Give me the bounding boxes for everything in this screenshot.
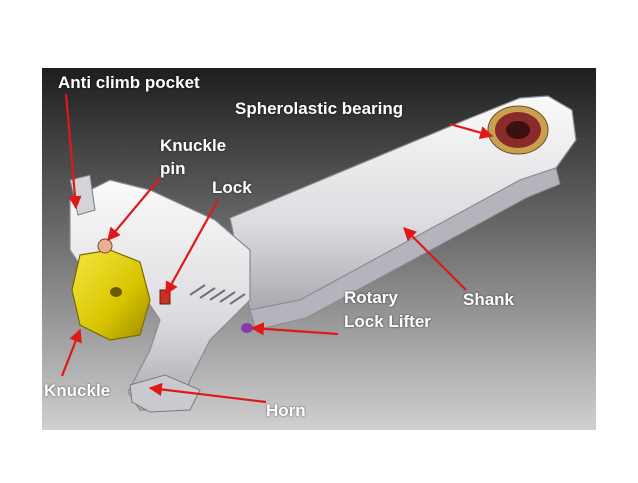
horn-shape (129, 374, 201, 413)
label-shank: Shank (463, 290, 515, 309)
knuckle-hole (110, 287, 122, 297)
label-rotary-line2: Lock Lifter (344, 312, 431, 331)
knuckle (71, 249, 151, 341)
label-knuckle-pin-line2: pin (160, 159, 186, 178)
arrow-anti-climb-pocket (64, 93, 82, 210)
label-rotary-line1: Rotary (344, 288, 398, 307)
bearing-bore (506, 121, 530, 139)
lock (159, 289, 171, 305)
label-horn: Horn (266, 401, 306, 420)
shank-edge (249, 167, 561, 331)
label-spherolastic-bearing: Spherolastic bearing (235, 99, 404, 118)
rotary-lock-lifter (241, 323, 253, 333)
arrow-knuckle (60, 328, 82, 377)
arrow-shank (403, 227, 467, 291)
label-knuckle: Knuckle (44, 381, 111, 400)
arrow-lock (165, 199, 219, 296)
knuckle-pin (97, 238, 113, 254)
guide-ribs (189, 284, 246, 305)
pointer-arrows (60, 93, 494, 404)
arrow-spherolastic-bearing (449, 122, 494, 140)
arrow-horn (148, 382, 267, 404)
label-knuckle-pin-line1: Knuckle (160, 136, 227, 155)
arrow-knuckle-pin (107, 177, 161, 242)
label-lock: Lock (212, 178, 252, 197)
arrow-rotary-lock-lifter (250, 322, 339, 336)
label-anti-climb-pocket: Anti climb pocket (58, 73, 200, 92)
